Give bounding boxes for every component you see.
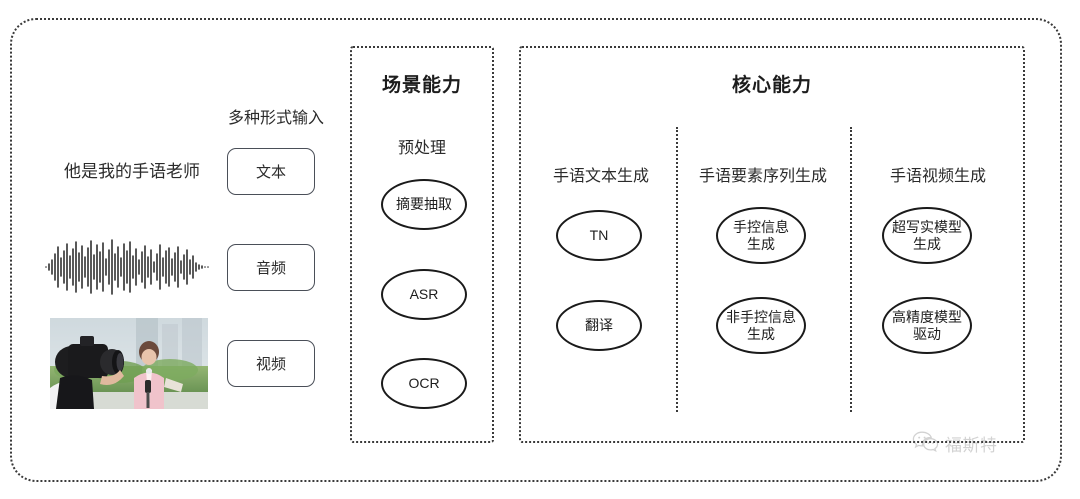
scene-node-asr[interactable]: ASR (381, 269, 467, 320)
core-node-tn[interactable]: TN (556, 210, 642, 261)
core-column-title-sign-video-generation: 手语视频生成 (889, 168, 986, 185)
core-node-photorealistic-model-generation[interactable]: 超写实模型 生成 (882, 207, 972, 264)
scene-capability-panel: 场景能力 预处理 (350, 46, 494, 443)
core-node-translation[interactable]: 翻译 (556, 300, 642, 351)
diagram-outer-frame (10, 18, 1062, 482)
core-column-title-sign-text-generation: 手语文本生成 (552, 168, 649, 185)
scene-node-summary-extraction[interactable]: 摘要抽取 (381, 179, 467, 230)
sample-sentence-text: 他是我的手语老师 (64, 162, 200, 181)
input-type-button-audio[interactable]: 音频 (227, 244, 315, 291)
wechat-icon (912, 430, 940, 457)
scene-capability-subtitle: 预处理 (397, 140, 446, 157)
scene-node-ocr[interactable]: OCR (381, 358, 467, 409)
audio-waveform-icon (44, 238, 212, 296)
scene-capability-title: 场景能力 (381, 75, 462, 96)
watermark: 福斯特 (912, 430, 998, 457)
core-column-title-sign-element-sequence-generation: 手语要素序列生成 (698, 168, 827, 185)
core-node-non-manual-feature-generation[interactable]: 非手控信息 生成 (716, 297, 806, 354)
input-type-button-text[interactable]: 文本 (227, 148, 315, 195)
input-group-label: 多种形式输入 (227, 110, 324, 127)
core-column-divider-2 (850, 127, 852, 412)
core-capability-title: 核心能力 (731, 75, 812, 96)
core-column-divider-1 (676, 127, 678, 412)
core-node-manual-feature-generation[interactable]: 手控信息 生成 (716, 207, 806, 264)
input-type-button-video[interactable]: 视频 (227, 340, 315, 387)
core-node-high-precision-model-driving[interactable]: 高精度模型 驱动 (882, 297, 972, 354)
video-thumbnail (50, 318, 208, 409)
watermark-text: 福斯特 (945, 436, 998, 455)
core-capability-panel: 核心能力 手语文本生成 手语要素序列生成 手语视频生成 (519, 46, 1025, 443)
